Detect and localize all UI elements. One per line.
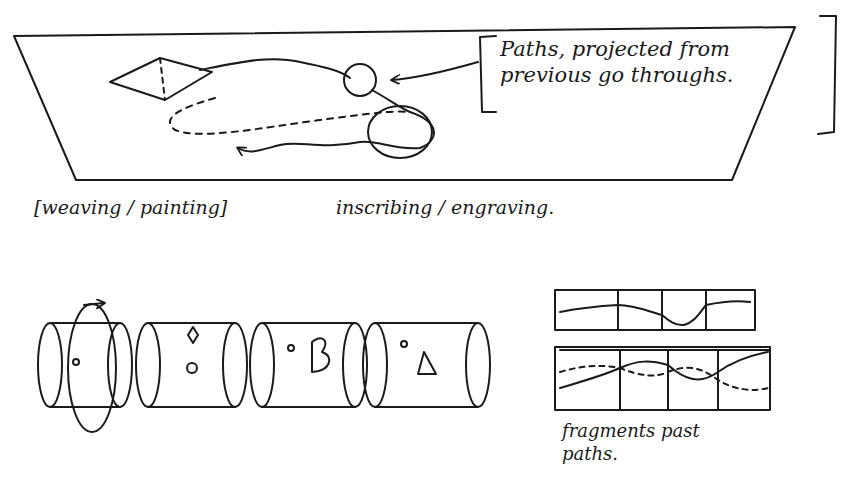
- path-loop: [368, 106, 432, 158]
- path-loop: [344, 64, 376, 96]
- callout-note: Paths, projected from previous go throug…: [500, 36, 810, 89]
- technique-label: inscribing / engraving.: [336, 196, 636, 220]
- path-line: [200, 59, 350, 78]
- cylinder-sequence: [38, 303, 490, 432]
- path-line: [372, 90, 410, 112]
- bracket: [818, 16, 836, 134]
- diamond-sketch: [110, 58, 212, 100]
- path-line: [238, 142, 360, 151]
- leader-arrow: [392, 62, 478, 80]
- fragments-note: fragments past paths.: [562, 420, 722, 465]
- technique-label: [weaving / painting]: [34, 196, 294, 220]
- path-line: [360, 112, 434, 148]
- bracket: [480, 36, 496, 112]
- dashed-edge: [160, 58, 165, 100]
- fragment-strips: [555, 290, 770, 410]
